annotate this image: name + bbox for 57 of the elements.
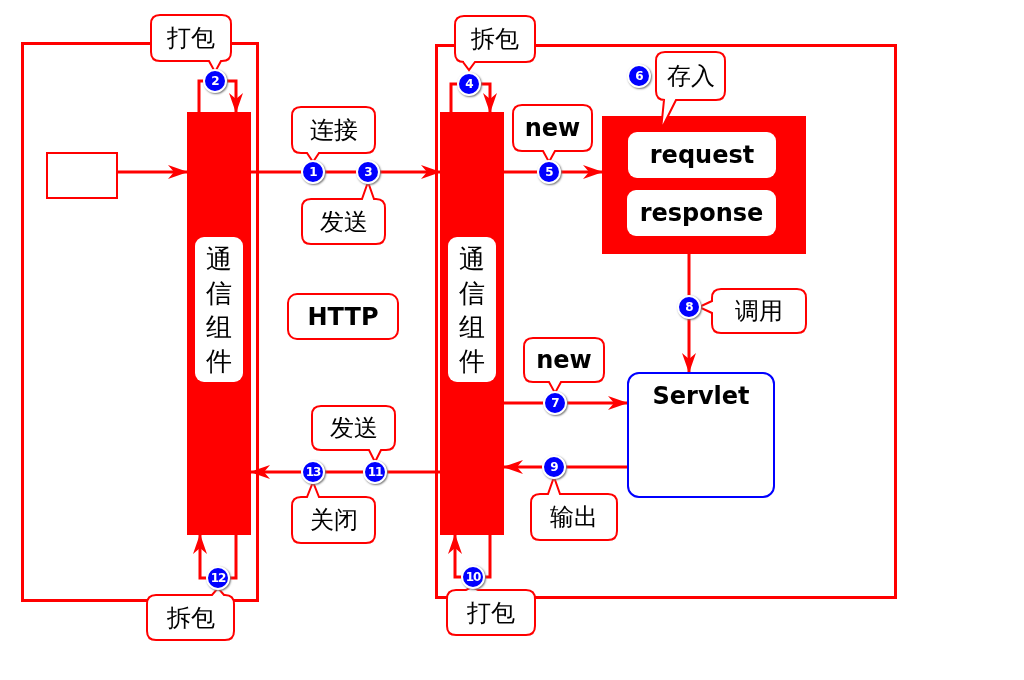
text-box: HTTP xyxy=(287,293,399,340)
text-label: 通信组件 xyxy=(448,237,496,382)
callout-text: 关闭 xyxy=(308,505,359,536)
callout-text: 发送 xyxy=(318,206,369,238)
callout-text: 调用 xyxy=(734,296,784,327)
arrow xyxy=(118,165,188,179)
callout-bubble xyxy=(676,289,806,333)
arrow xyxy=(250,465,440,479)
callout-number: 2 xyxy=(203,69,227,93)
callout-text: 发送 xyxy=(328,413,379,444)
callout-bubble xyxy=(531,454,617,540)
callout-number: 10 xyxy=(461,565,485,589)
callout-number: 6 xyxy=(627,64,651,88)
callout-number: 8 xyxy=(677,295,701,319)
arrow xyxy=(251,165,441,179)
callout-text: 拆包 xyxy=(470,24,520,55)
callout-number: 5 xyxy=(537,160,561,184)
callout-number: 13 xyxy=(301,460,325,484)
callout-text: 输出 xyxy=(549,502,599,533)
component-bar xyxy=(440,112,504,535)
arrow xyxy=(504,396,628,410)
arrow xyxy=(682,254,696,373)
callout-number: 1 xyxy=(301,160,325,184)
arrow xyxy=(193,534,238,580)
callout-text: new xyxy=(523,113,582,144)
empty-box xyxy=(46,152,118,199)
callout-number: 7 xyxy=(543,391,567,415)
callout-bubble xyxy=(524,338,604,416)
callout-text: 拆包 xyxy=(165,602,216,634)
text-box: request xyxy=(628,132,776,178)
callout-bubble xyxy=(147,565,234,640)
callout-bubble xyxy=(151,15,231,94)
callout-number: 4 xyxy=(457,72,481,96)
arrow xyxy=(448,534,492,579)
arrow xyxy=(504,165,603,179)
callout-number: 11 xyxy=(363,460,387,484)
callout-bubble xyxy=(447,564,535,635)
callout-text: 存入 xyxy=(665,61,716,92)
callout-number: 3 xyxy=(356,160,380,184)
arrow xyxy=(449,82,497,113)
text-label: 通信组件 xyxy=(195,237,243,382)
container-box xyxy=(602,116,806,254)
arrow xyxy=(197,79,243,113)
callout-number: 12 xyxy=(206,566,230,590)
callout-bubble xyxy=(302,159,385,244)
callout-text: new xyxy=(535,345,593,376)
servlet-box: Servlet xyxy=(627,372,775,498)
callout-text: 打包 xyxy=(166,23,216,54)
callout-bubble xyxy=(513,105,592,185)
callout-text: 连接 xyxy=(308,115,359,146)
callout-number: 9 xyxy=(542,455,566,479)
callout-bubble xyxy=(455,16,535,97)
component-bar xyxy=(187,112,251,535)
callout-bubble xyxy=(292,107,375,185)
text-box: response xyxy=(627,190,776,236)
callout-text: 打包 xyxy=(466,597,516,629)
arrow xyxy=(503,460,627,474)
